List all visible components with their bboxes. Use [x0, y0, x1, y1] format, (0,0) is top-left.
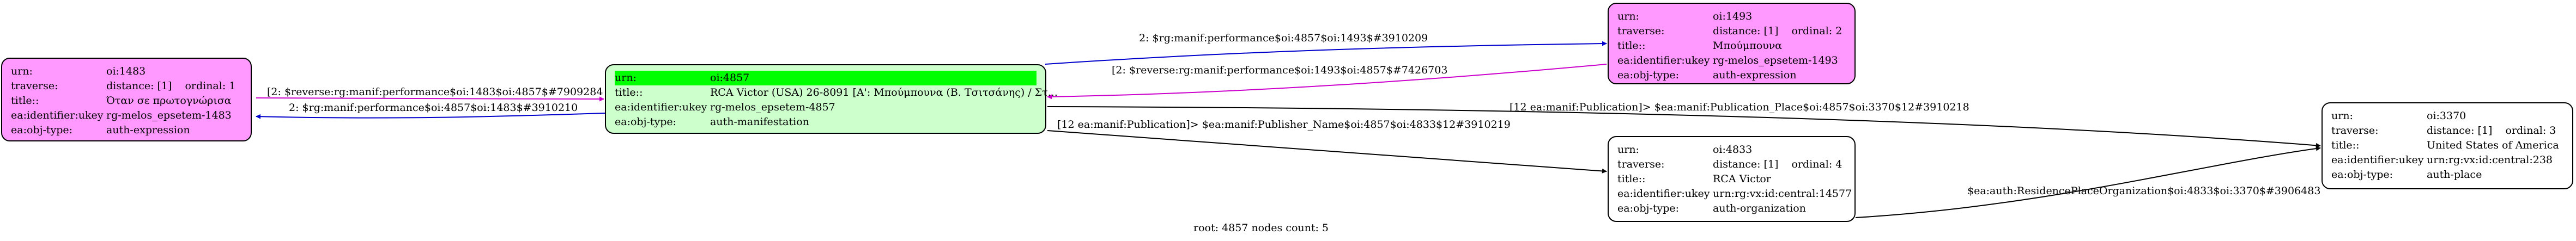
edge-label-4857-to-4833: [12 ea:manif:Publication]> $ea:manif:Pub…: [1057, 119, 1511, 131]
edge-1493-to-4857: [1047, 64, 1607, 100]
node-row: ea:obj-type:auth-expression: [1617, 69, 1797, 81]
edge-label-1493-to-4857: [2: $reverse:rg:manif:performance$oi:149…: [1112, 64, 1447, 76]
node-row-highlighted: urn:oi:4857: [615, 71, 1037, 85]
node-row: ea:obj-type:auth-expression: [11, 124, 190, 136]
node-row: title::Όταν σε πρωτογνώρισα: [11, 95, 232, 107]
node-oi-1493[interactable]: urn:oi:1493 traverse:distance: [1]ordina…: [1608, 3, 1856, 84]
edge-4857-to-1493: [1045, 41, 1607, 65]
edge-4857-to-3370: [1047, 106, 2321, 148]
node-row: urn:oi:1483: [11, 65, 146, 77]
edge-label-4857-to-3370: [12 ea:manif:Publication]> $ea:manif:Pub…: [1510, 101, 1969, 113]
node-row: urn:oi:4833: [1617, 144, 1753, 156]
node-row: urn:oi:3370: [2331, 110, 2466, 122]
edge-4833-to-3370: [1855, 146, 2321, 218]
node-row: ea:obj-type:auth-manifestation: [615, 116, 809, 128]
edge-label-4857-to-1493: 2: $rg:manif:performance$oi:4857$oi:1493…: [1139, 32, 1428, 44]
node-row: urn:oi:1493: [1617, 10, 1753, 22]
node-row: traverse:distance: [1]ordinal: 4: [1617, 158, 1842, 170]
node-row: title::RCA Victor: [1617, 173, 1771, 185]
node-row: traverse:distance: [1]ordinal: 1: [11, 80, 236, 92]
edge-label-4857-to-1483: 2: $rg:manif:performance$oi:4857$oi:1483…: [289, 102, 578, 114]
node-row: title::United States of America: [2331, 139, 2559, 151]
node-row: title::RCA Victor (USA) 26-8091 [Α': Μπο…: [615, 86, 1058, 98]
edge-label-4833-to-3370: $ea:auth:ResidencePlaceOrganization$oi:4…: [1967, 185, 2320, 197]
graph-footer: root: 4857 nodes count: 5: [1193, 222, 1329, 234]
edge-1483-to-4857: [256, 96, 604, 102]
node-row: traverse:distance: [1]ordinal: 2: [1617, 25, 1842, 37]
node-row: ea:obj-type:auth-organization: [1617, 202, 1806, 214]
node-row: traverse:distance: [1]ordinal: 3: [2331, 125, 2556, 137]
edge-4857-to-4833: [1047, 130, 1607, 174]
node-oi-4857-root[interactable]: urn:oi:4857 title::RCA Victor (USA) 26-8…: [605, 64, 1058, 134]
node-row: ea:obj-type:auth-place: [2331, 169, 2482, 181]
edge-4857-to-1483: [256, 113, 605, 119]
node-row: title::Μπούμπουνα: [1617, 40, 1783, 52]
edge-label-1483-to-4857: [2: $reverse:rg:manif:performance$oi:148…: [267, 86, 603, 98]
node-oi-1483[interactable]: urn:oi:1483 traverse:distance: [1]ordina…: [1, 58, 252, 141]
node-oi-3370[interactable]: urn:oi:3370 traverse:distance: [1]ordina…: [2322, 102, 2573, 189]
node-oi-4833[interactable]: urn:oi:4833 traverse:distance: [1]ordina…: [1608, 136, 1856, 222]
